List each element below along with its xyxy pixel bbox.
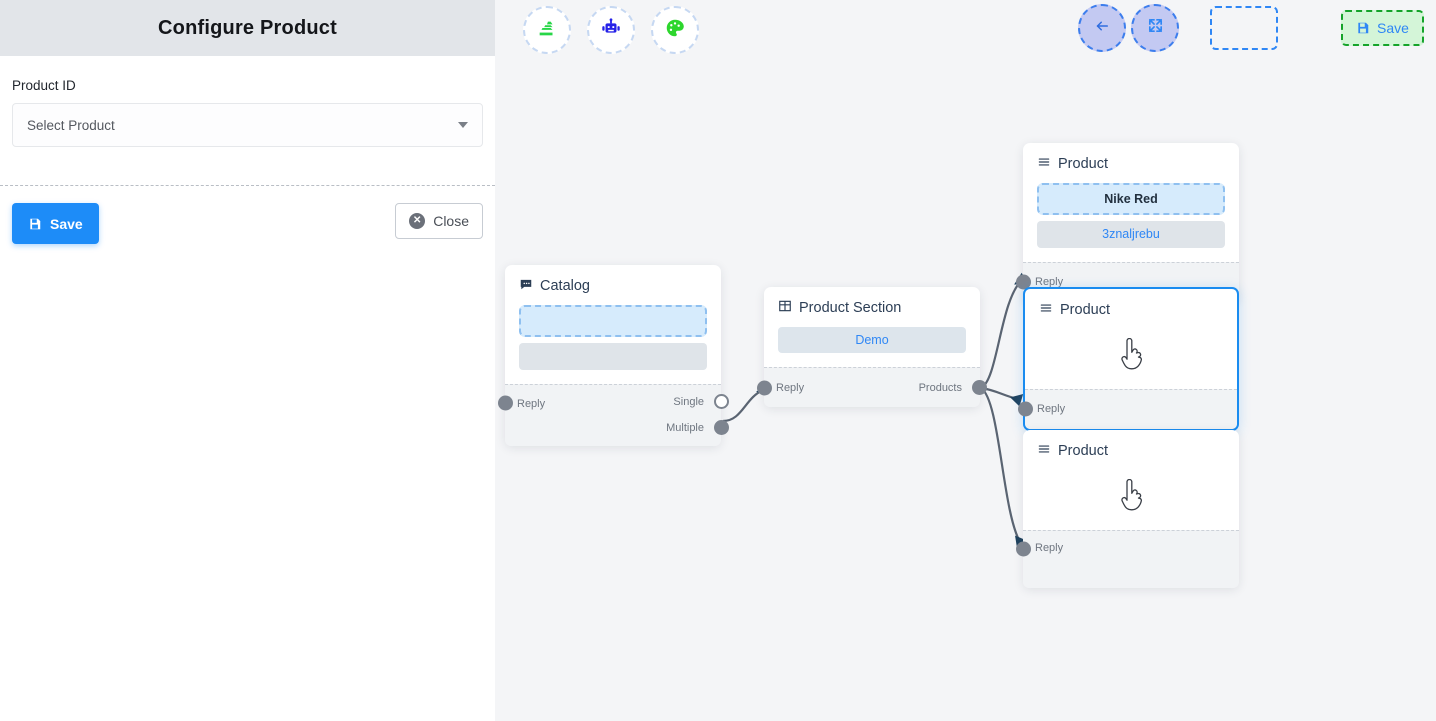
node-product-2[interactable]: Product Reply [1018,287,1239,431]
floppy-disk-icon [1356,21,1370,35]
product-3-reply-label: Reply [1035,541,1064,554]
product-id-label: Product ID [12,78,76,93]
chevron-down-icon [458,122,468,128]
panel-header: Configure Product [0,0,495,56]
node-catalog-body [505,299,721,384]
catalog-port-reply[interactable] [498,395,513,411]
node-product-2-footer: Reply [1018,388,1237,429]
node-product-section-body: Demo [764,321,980,367]
compress-icon [1147,17,1164,39]
compress-button[interactable] [1131,4,1179,52]
node-product-2-header: Product [1025,289,1237,323]
panel-divider [0,185,495,186]
toolbar-empty-slot[interactable] [1210,6,1278,50]
save-button[interactable]: Save [12,203,99,244]
catalog-field-primary[interactable] [519,305,707,337]
back-arrow-icon [1093,17,1111,40]
node-product-section-title: Product Section [799,300,902,316]
catalog-reply-label: Reply [517,398,546,410]
floppy-disk-icon [28,217,42,231]
close-circle-icon: ✕ [409,213,426,229]
product-section-products-label: Products [918,381,962,394]
back-button[interactable] [1078,4,1126,52]
robot-icon [600,17,622,44]
hamburger-menu-icon [1037,442,1051,460]
product-section-port-products[interactable] [972,380,987,395]
tool-button-bot[interactable] [587,6,635,54]
product-section-port-reply[interactable] [757,380,772,395]
layers-stack-icon [536,17,558,44]
node-product-1[interactable]: Product Nike Red 3znaljrebu Reply [1016,143,1239,302]
product-2-reply-label: Reply [1037,403,1066,415]
catalog-port-single[interactable] [714,394,729,409]
catalog-field-secondary[interactable] [519,343,707,370]
node-product-2-title: Product [1060,301,1110,318]
node-catalog-footer: Reply Single Multiple [498,384,729,446]
panel-body: Product ID Select Product [0,56,495,193]
canvas-save-button[interactable]: Save [1341,10,1424,46]
node-product-3-header: Product [1023,430,1239,464]
hamburger-menu-icon [1039,301,1053,319]
table-grid-icon [778,299,792,317]
close-button-label: Close [433,213,469,229]
product-select[interactable]: Select Product [12,103,483,147]
product-section-chip[interactable]: Demo [778,327,966,353]
catalog-port-multiple-row: Multiple [666,420,729,435]
node-product-2-body [1025,323,1237,389]
page-title: Configure Product [158,16,337,39]
tool-button-layers[interactable] [523,6,571,54]
product-select-placeholder: Select Product [27,117,115,133]
node-product-section[interactable]: Product Section Demo Reply Products [757,287,987,407]
product-section-reply-label: Reply [776,381,805,394]
catalog-multiple-label: Multiple [666,421,704,434]
node-product-1-body: Nike Red 3znaljrebu [1023,177,1239,262]
node-product-3-footer: Reply [1016,529,1239,588]
node-product-1-header: Product [1023,143,1239,177]
node-catalog-header: Catalog [505,265,721,299]
product-1-field-primary[interactable]: Nike Red [1037,182,1225,215]
node-product-3-body [1023,464,1239,530]
product-1-field-secondary[interactable]: 3znaljrebu [1037,220,1225,248]
catalog-port-single-row: Single [673,394,729,409]
catalog-single-label: Single [673,395,704,408]
product-3-port-reply[interactable] [1016,541,1031,556]
node-product-section-footer: Reply Products [757,367,987,407]
canvas-save-label: Save [1377,20,1409,36]
node-product-3[interactable]: Product Reply [1016,430,1239,588]
palette-icon [664,17,686,44]
panel-actions: Save ✕ Close [0,186,495,266]
pointer-hand-icon [1039,329,1223,381]
configure-product-panel: Configure Product Product ID Select Prod… [0,0,495,721]
product-2-port-reply[interactable] [1018,401,1033,417]
node-catalog-title: Catalog [540,278,590,294]
close-button[interactable]: ✕ Close [395,203,483,239]
tool-button-theme[interactable] [651,6,699,54]
product-1-reply-label: Reply [1035,276,1064,288]
hamburger-menu-icon [1037,155,1051,173]
node-product-section-header: Product Section [764,287,980,321]
node-product-1-title: Product [1058,155,1108,172]
catalog-port-multiple[interactable] [714,420,729,435]
pointer-hand-icon [1037,470,1225,522]
save-button-label: Save [50,215,83,232]
node-catalog[interactable]: Catalog Reply Single Multiple [498,265,729,446]
chat-bubble-icon [519,277,533,295]
node-product-3-title: Product [1058,442,1108,459]
